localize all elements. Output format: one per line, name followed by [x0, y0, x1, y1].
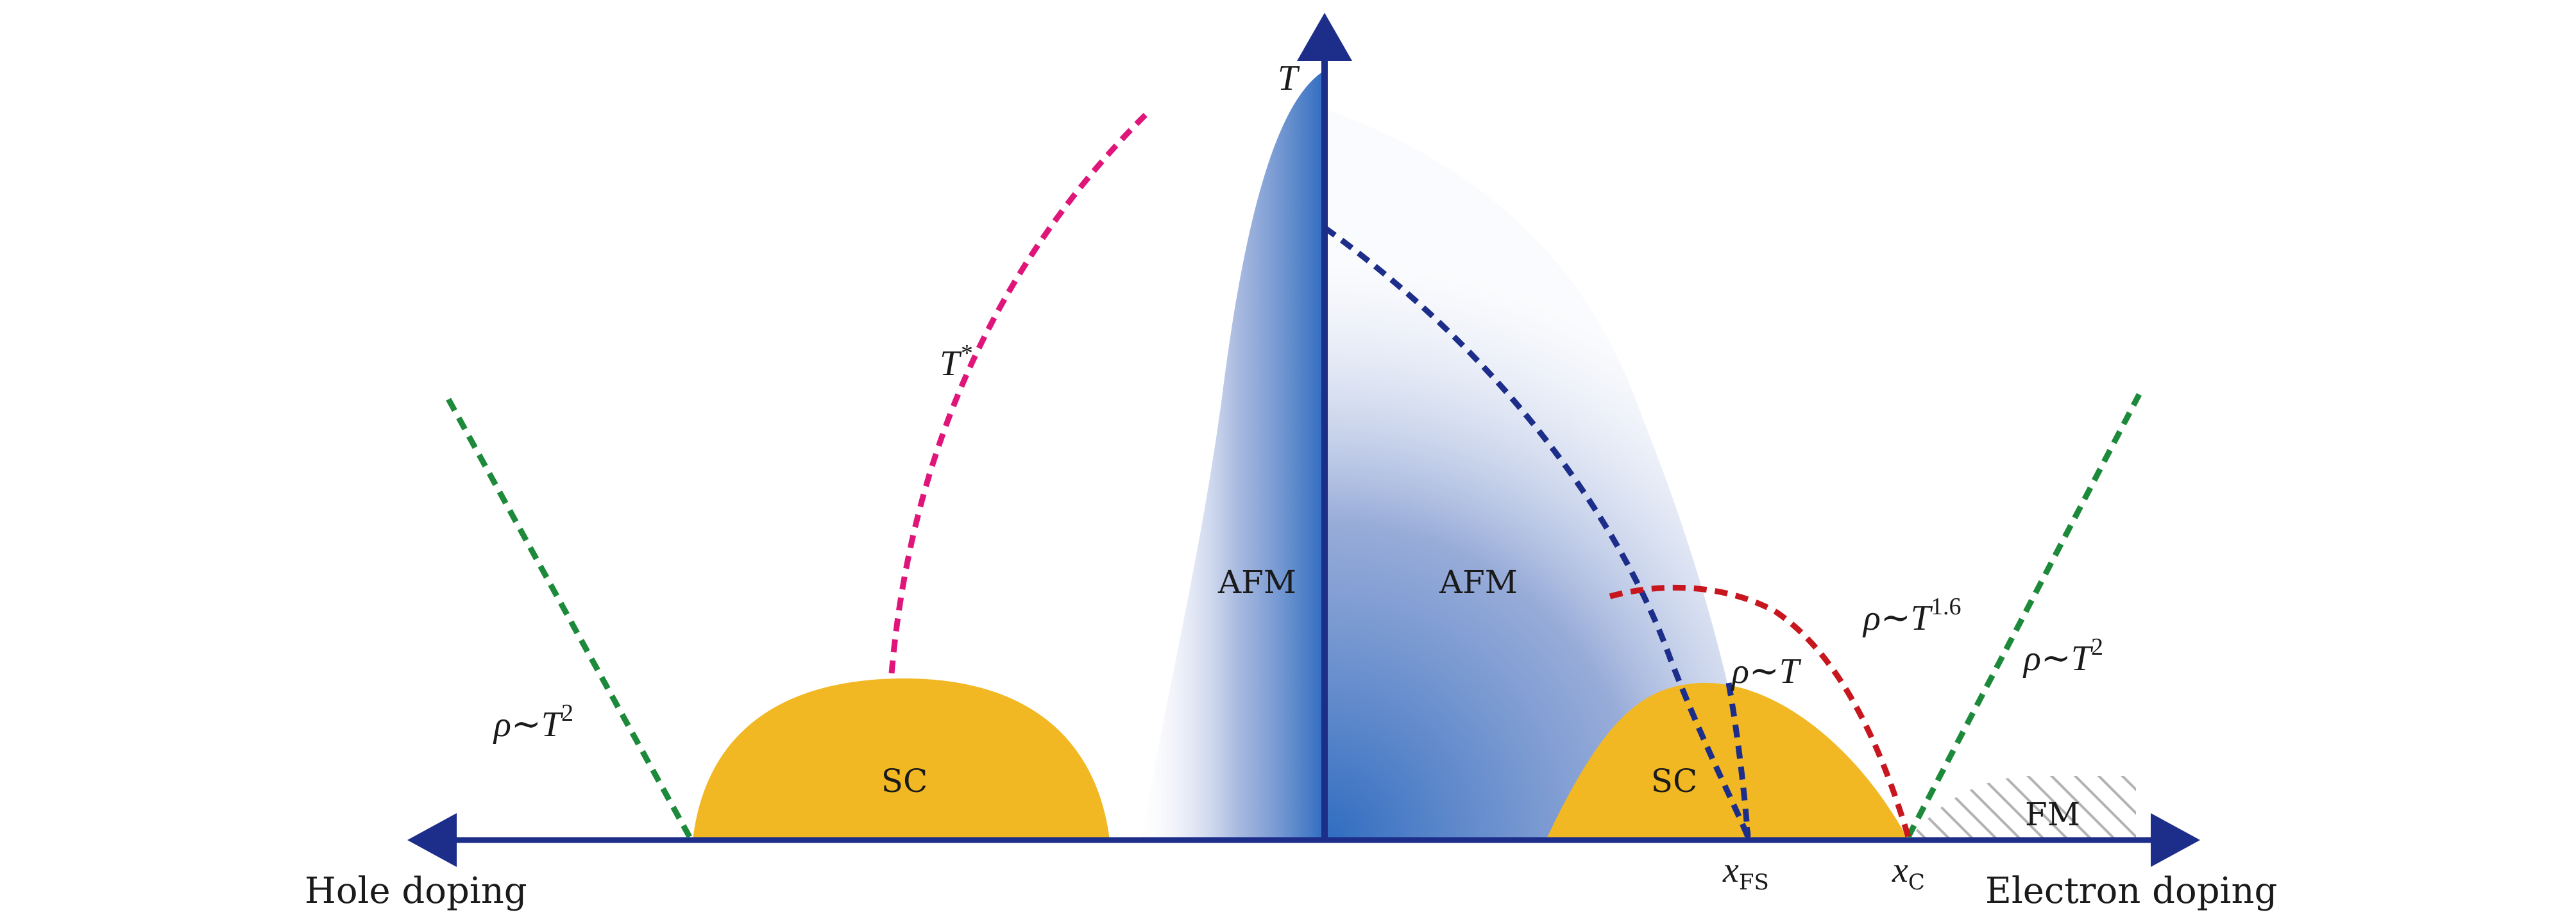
afm-inner-boundary: [1725, 682, 1751, 837]
fm-region: [1908, 776, 2136, 840]
axis-arrow-right: [2151, 813, 2200, 867]
rho-t-label: ρ∼T: [1731, 652, 1802, 691]
sc-label-left: SC: [881, 762, 928, 800]
red-dome-curve: [1609, 584, 1911, 838]
x-fs-label: xFS: [1722, 850, 1769, 895]
afm-label-left: AFM: [1217, 564, 1296, 601]
rho-t16-label: ρ∼T1.6: [1862, 593, 1961, 638]
rho-right-label: ρ∼T2: [2022, 634, 2103, 678]
afm-region-right: [1325, 109, 1758, 840]
axis-arrow-left: [407, 813, 457, 867]
sc-dome-right: [1546, 682, 1908, 840]
electron-doping-label: Electron doping: [1985, 870, 2277, 912]
afm-label-right: AFM: [1439, 564, 1518, 601]
temperature-axis-label: T: [1278, 58, 1300, 98]
hole-doping-label: Hole doping: [305, 870, 527, 912]
sc-dome-left: [693, 678, 1110, 840]
rho-left-label: ρ∼T2: [493, 700, 573, 745]
fm-label: FM: [2025, 796, 2080, 833]
afm-region-left: [1142, 71, 1325, 840]
axis-arrow-up: [1297, 13, 1352, 61]
rho-left-line: [443, 392, 692, 839]
t-star-curve: [888, 106, 1154, 674]
sc-label-right: SC: [1651, 762, 1698, 800]
x-c-label: xC: [1892, 850, 1925, 895]
t-star-label: T*: [940, 340, 972, 383]
